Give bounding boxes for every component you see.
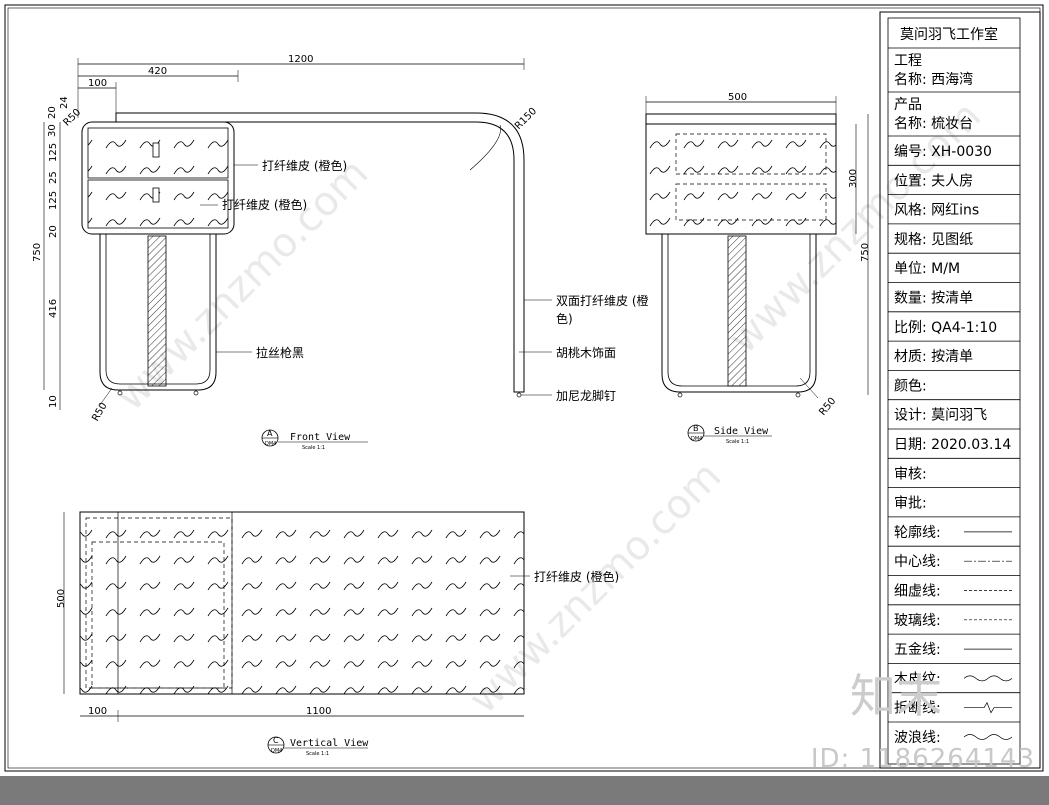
label-orange-leather-1: 打纤维皮 (橙色) [262, 158, 347, 173]
title-block-row: 审批: [894, 496, 927, 512]
view-title-side: Side View [714, 426, 769, 437]
dim-416: 416 [48, 299, 59, 318]
line-type-sample [963, 675, 1013, 682]
dim-left: R50 [62, 107, 84, 129]
label-nylon-feet: 加尼龙脚钉 [556, 388, 616, 403]
studio-name: 莫问羽飞工作室 [900, 26, 998, 43]
line-type-label: 轮廓线: [894, 524, 941, 541]
line-type-label: 细虚线: [894, 584, 941, 600]
view-scale-front: Scale 1:1 [302, 445, 325, 451]
view-tag-sub: DM4 [271, 748, 282, 754]
view-tag-sub: DM4 [691, 436, 702, 442]
view-title-plan: Vertical View [290, 738, 369, 749]
title-block-row: 规格: 见图纸 [894, 232, 973, 248]
line-type-label: 折断线: [894, 701, 941, 717]
dim-left: 20 [47, 106, 58, 119]
side-view: 500 300 750 R50 B DM4 Side View Scale 1:… [645, 92, 871, 445]
view-scale-plan: Scale 1:1 [306, 751, 329, 757]
dim-r150: R150 [513, 106, 539, 132]
dim-420: 420 [148, 66, 167, 77]
view-tag-sub: DM4 [265, 441, 276, 447]
line-type-sample [963, 734, 1013, 740]
plan-view: 500 100 1100 打纤维皮 (橙色) C DM4 Vertical Vi… [56, 511, 619, 757]
title-block-row: 单位: M/M [894, 261, 960, 277]
dim-500-side: 500 [728, 92, 747, 103]
dim-r50-side: R50 [817, 396, 838, 418]
dim-750: 750 [32, 243, 43, 262]
product-name: 名称: 梳妆台 [894, 116, 973, 132]
line-type-label: 木皮纹: [894, 671, 941, 687]
front-view: 1200 420 100 R150 20 24 R50 30 125 25 12… [32, 54, 649, 451]
view-tag: C [273, 736, 279, 745]
dim-left: 125 [48, 143, 59, 162]
dim-left: 10 [48, 395, 59, 408]
footer-bar [0, 776, 1049, 805]
title-block-row: 材质: 按清单 [894, 349, 973, 365]
label-double-leather-cont: 色) [556, 312, 573, 326]
watermark-id: ID: 1186264143 [810, 744, 1035, 774]
title-block-row: 设计: 莫问羽飞 [894, 408, 987, 424]
dim-left: 20 [48, 225, 59, 238]
project-label: 工程 [894, 53, 922, 69]
line-type-label: 玻璃线: [894, 612, 941, 629]
line-type-sample [964, 701, 1012, 714]
dim-left: 125 [48, 191, 59, 210]
title-block-row: 颜色: [894, 377, 927, 394]
watermark-logo: 知末 [850, 669, 942, 723]
label-orange-leather-plan: 打纤维皮 (橙色) [534, 569, 619, 584]
dim-left: 24 [59, 96, 70, 109]
title-block-row: 日期: 2020.03.14 [894, 437, 1011, 453]
label-double-leather: 双面打纤维皮 (橙 [556, 293, 649, 308]
line-type-label: 中心线: [894, 554, 941, 570]
line-type-label: 波浪线: [894, 730, 941, 746]
title-block-row: 比例: QA4-1:10 [894, 320, 997, 336]
view-scale-side: Scale 1:1 [726, 439, 749, 445]
project-name: 名称: 西海湾 [894, 71, 973, 88]
dim-r50: R50 [90, 401, 109, 424]
dim-left: 30 [47, 124, 58, 137]
label-walnut: 胡桃木饰面 [556, 345, 616, 360]
title-block-row: 位置: 夫人房 [894, 173, 973, 189]
sheet-border [4, 4, 1044, 772]
title-block-row: 风格: 网红ins [894, 203, 979, 219]
view-title-front: Front View [290, 432, 351, 443]
dim-300-side: 300 [848, 169, 859, 188]
view-tag: B [693, 424, 699, 433]
dim-100: 100 [88, 78, 107, 89]
dim-100-plan: 100 [88, 706, 107, 717]
dim-left: 25 [48, 171, 59, 184]
dim-1100-plan: 1100 [306, 706, 331, 717]
title-block-row: 审核: [894, 466, 927, 482]
dim-500-plan: 500 [56, 589, 67, 608]
line-type-label: 五金线: [894, 642, 941, 658]
title-block-row: 数量: 按清单 [894, 291, 973, 307]
label-orange-leather-2: 打纤维皮 (橙色) [222, 197, 307, 212]
label-brushed-black: 拉丝枪黑 [256, 345, 304, 360]
dim-1200: 1200 [288, 54, 313, 65]
product-label: 产品 [894, 97, 922, 113]
title-block-row: 编号: XH-0030 [894, 144, 992, 160]
view-tag: A [267, 429, 273, 438]
dim-750-side: 750 [860, 243, 871, 262]
